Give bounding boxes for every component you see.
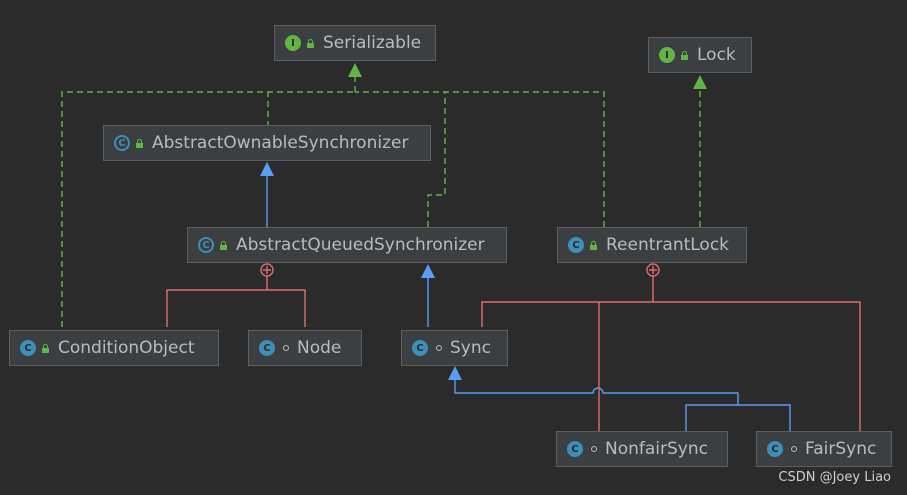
static-class-icon: C [412,340,428,356]
static-class-icon: C [259,340,275,356]
package-private-icon [436,345,442,351]
package-private-icon [791,446,797,452]
watermark: CSDN @Joey Liao [778,470,891,485]
package-private-icon [591,446,597,452]
class-icon: C [20,340,36,356]
node-node[interactable]: C Node [248,330,362,366]
edge-reentrant-serializable [355,91,605,227]
node-serializable[interactable]: I Serializable [274,25,436,61]
interface-icon: I [285,35,301,51]
interface-icon: I [659,47,675,63]
inner-class-lines [166,276,861,431]
edge-fair-sync [738,404,791,431]
node-label: AbstractQueuedSynchronizer [236,235,485,255]
abstract-class-icon: C [114,135,130,151]
node-condition-object[interactable]: C ConditionObject [9,330,219,366]
static-class-icon: C [567,441,583,457]
lock-arrowhead [693,75,707,89]
edge-condition-serializable [61,91,355,327]
aqs-inner-marker [260,263,274,277]
implements-lines [61,76,701,327]
node-label: Sync [450,338,491,358]
edge-aqs-serializable [427,92,446,227]
node-nonfair-sync[interactable]: C NonfairSync [556,431,728,467]
aqs-arrowhead [421,264,435,278]
node-label: Node [297,338,342,358]
node-label: FairSync [805,439,877,459]
node-abstract-ownable-synchronizer[interactable]: C AbstractOwnableSynchronizer [103,125,431,161]
reentrant-inner-marker [646,263,660,277]
package-private-icon [283,345,289,351]
edge-nonfair-sync [454,378,739,431]
public-lock-icon [589,240,598,250]
node-label: ReentrantLock [606,235,730,255]
node-label: NonfairSync [605,439,708,459]
node-fair-sync[interactable]: C FairSync [756,431,892,467]
node-abstract-queued-synchronizer[interactable]: C AbstractQueuedSynchronizer [187,227,507,263]
node-reentrant-lock[interactable]: C ReentrantLock [557,227,747,263]
serializable-arrowhead [348,63,362,77]
public-lock-icon [135,138,144,148]
public-lock-icon [219,240,228,250]
node-label: AbstractOwnableSynchronizer [152,133,409,153]
abstract-class-icon: C [198,237,214,253]
public-lock-icon [680,50,689,60]
node-sync[interactable]: C Sync [401,330,508,366]
node-label: Serializable [323,33,422,53]
sync-arrowhead [448,366,462,380]
node-label: ConditionObject [58,338,195,358]
node-label: Lock [697,45,736,65]
static-class-icon: C [767,441,783,457]
edge-reentrant-inner [481,276,861,431]
public-lock-icon [41,343,50,353]
aos-arrowhead [260,162,274,176]
node-lock[interactable]: I Lock [648,37,752,73]
class-icon: C [568,237,584,253]
public-lock-icon [306,38,315,48]
edge-aqs-inner [166,276,306,327]
